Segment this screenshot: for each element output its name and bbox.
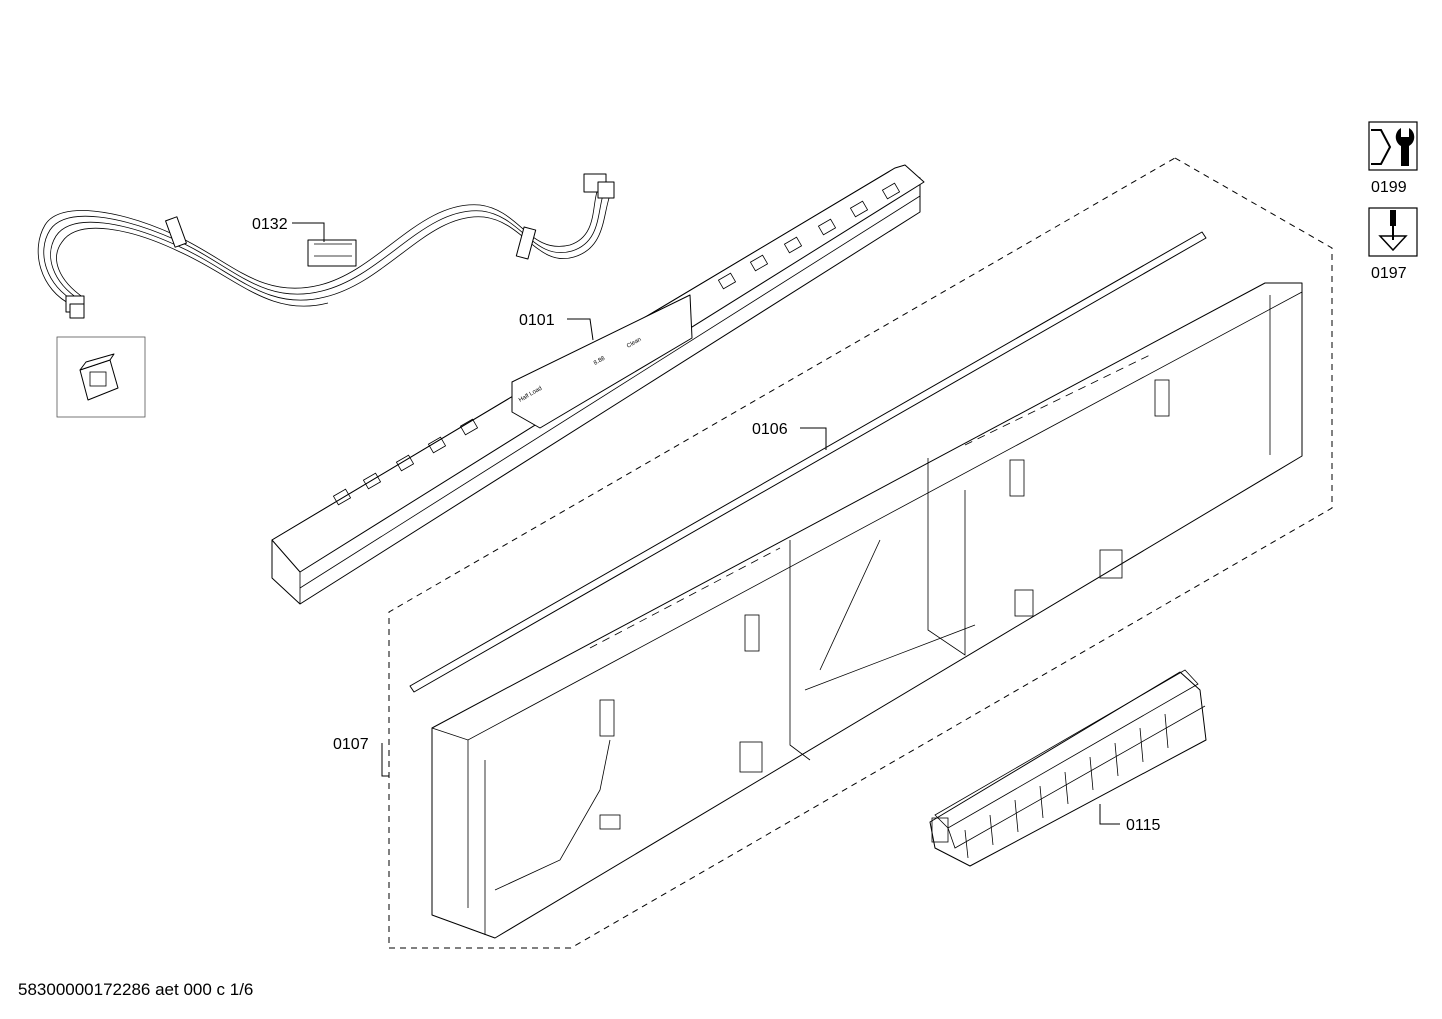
part-label-0107: 0107 (333, 736, 369, 753)
part-label-0101: 0101 (519, 312, 555, 329)
part-label-0106: 0106 (752, 421, 788, 438)
part-label-0115: 0115 (1126, 817, 1161, 834)
svg-text:8.88: 8.88 (593, 355, 607, 366)
seal-strip-0106[interactable] (409, 231, 1207, 693)
wrench-icon (1368, 121, 1418, 171)
wiring-harness-0132[interactable] (37, 173, 615, 319)
assembly-outline (388, 157, 1333, 949)
tool-label-0197: 0197 (1371, 265, 1407, 282)
drawing-number: 58300000172286 aet 000 c 1/6 (18, 980, 254, 999)
part-label-0132: 0132 (252, 216, 288, 233)
tool-label-0199: 0199 (1371, 179, 1407, 196)
cover-0115[interactable] (929, 669, 1207, 867)
panel-frame-0107[interactable] (431, 282, 1303, 939)
connector-detail-box (56, 336, 146, 418)
control-module-0101[interactable]: Half Load 8.88 Clean (271, 164, 925, 605)
screwdriver-icon (1368, 207, 1418, 257)
